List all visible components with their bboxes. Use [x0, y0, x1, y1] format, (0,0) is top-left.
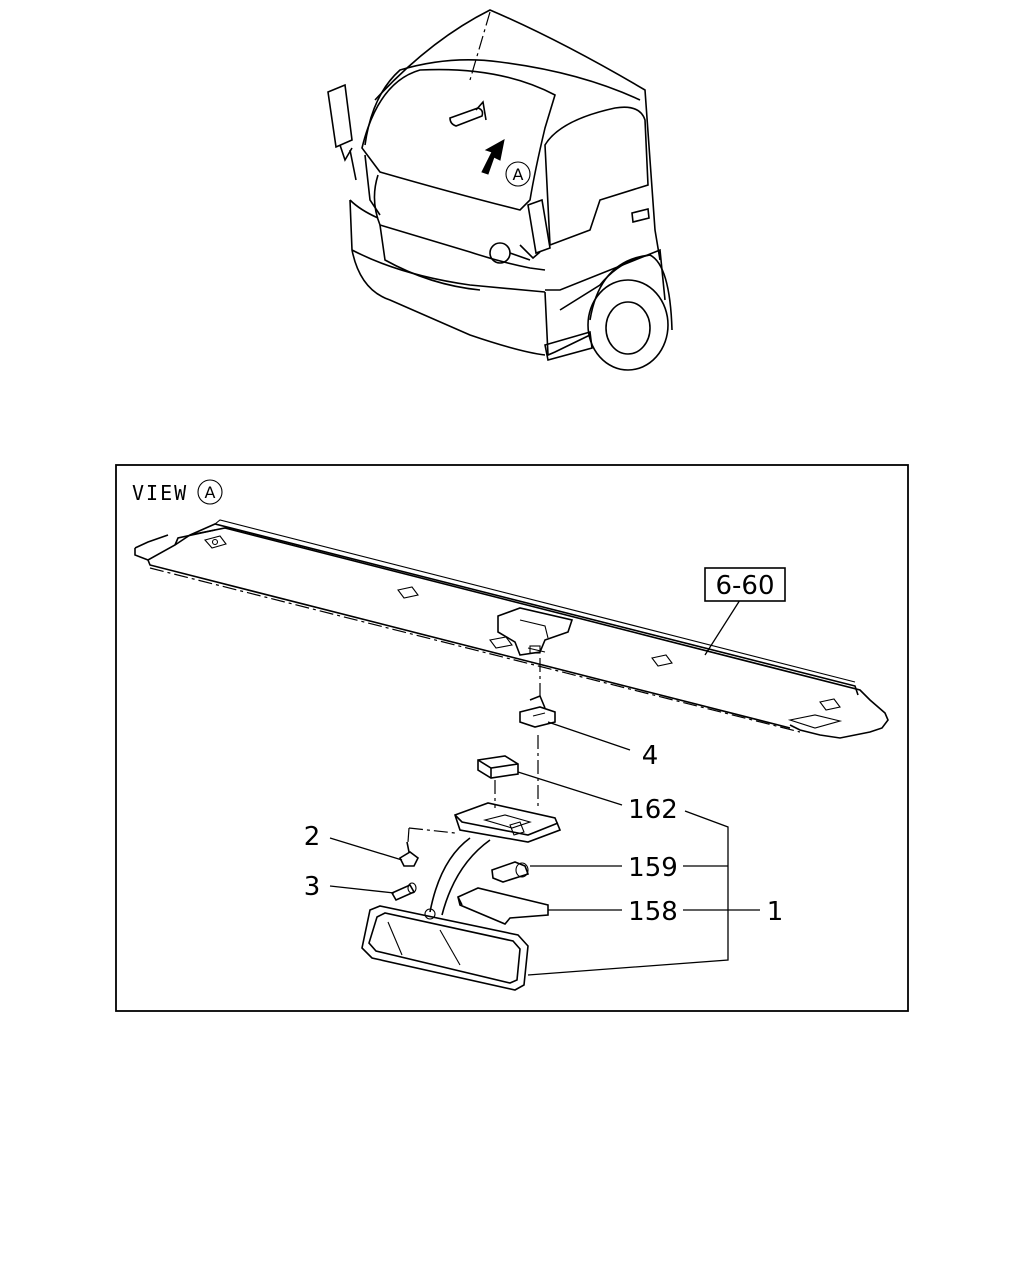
ref-box — [704, 567, 786, 602]
view-frame — [115, 464, 909, 1012]
part-2-screw — [398, 841, 420, 867]
view-letter: A — [205, 483, 216, 502]
mirror-stay-arm — [429, 837, 491, 916]
part-3-cap — [390, 882, 417, 902]
label-4: 4 — [642, 741, 659, 771]
part-159-bulb — [491, 861, 530, 883]
rearview-mirror — [361, 905, 529, 991]
part-labels: 6-60 4 162 2 159 3 158 1 — [304, 567, 786, 927]
roof-header-rail — [134, 519, 889, 739]
view-a-callout: A — [505, 161, 531, 187]
part-158-cover — [457, 887, 549, 925]
label-162: 162 — [628, 795, 678, 825]
leader-lines — [329, 599, 760, 976]
truck-cab-illustration — [327, 9, 673, 371]
view-word: VIEW — [132, 481, 188, 505]
label-2: 2 — [304, 822, 321, 852]
label-158: 158 — [628, 897, 678, 927]
callout-letter: A — [513, 165, 524, 184]
part-162-pad — [477, 755, 519, 779]
alignment-lines — [407, 658, 541, 843]
label-ref: 6-60 — [715, 571, 774, 601]
label-1: 1 — [767, 897, 784, 927]
view-caption: VIEW A — [132, 479, 223, 505]
label-3: 3 — [304, 872, 321, 902]
label-159: 159 — [628, 853, 678, 883]
mirror-base — [453, 802, 562, 843]
